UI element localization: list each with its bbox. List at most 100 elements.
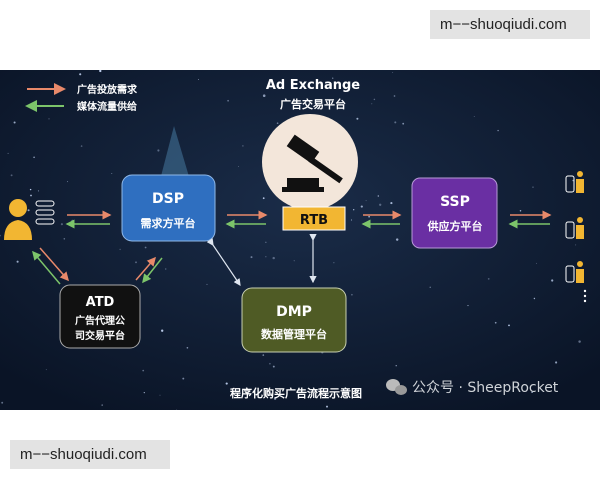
star [394,121,397,124]
star [390,202,393,205]
star [262,354,265,356]
star [99,70,102,73]
ssp-title: SSP [440,194,470,210]
star [227,99,229,102]
dsp-box [121,174,216,242]
star [473,115,475,118]
star [497,129,499,132]
watermark-bottom: m−−shuoqiudi.com [10,440,170,469]
star [100,82,102,84]
star [273,397,277,400]
rtb-label: RTB [300,213,328,228]
atd-box [59,284,141,349]
star [0,234,1,237]
star [142,369,145,372]
star [551,279,554,282]
star [176,409,178,410]
wechat-icon [386,379,407,395]
star [326,405,328,408]
star [393,95,396,97]
star [30,194,32,197]
star [119,248,121,251]
dsp-subtitle: 需求方平台 [141,216,196,230]
star [379,203,382,206]
credit-text: 公众号 · SheepRocket [412,380,559,396]
star [429,286,431,288]
star [48,118,50,120]
media-users-icon [565,171,587,303]
star [316,390,318,392]
star [159,394,161,396]
star [395,238,399,241]
star [531,391,533,394]
star [71,219,74,223]
star [533,297,536,300]
watermark-top: m−−shuoqiudi.com [430,10,590,39]
diagram-caption: 程序化购买广告流程示意图 [230,386,362,400]
star [371,103,373,105]
star [111,172,113,174]
star [242,145,244,147]
star [508,324,510,327]
star [238,166,240,167]
star [377,195,379,197]
star [402,122,405,125]
atd-line1: 广告代理公 [75,314,125,327]
star [272,365,275,368]
star [186,346,189,349]
star [536,262,537,264]
star [575,244,577,246]
star [13,121,16,124]
star [351,219,352,221]
star [165,268,167,270]
star [1,401,4,404]
star [265,256,267,258]
star [353,209,355,211]
dmp-box [241,287,347,353]
star [293,260,295,262]
star [29,188,32,191]
star [225,382,228,385]
star [360,205,363,208]
star [157,149,160,152]
star [67,181,69,183]
star [356,117,359,120]
star [333,262,335,264]
star [272,256,275,260]
star [532,186,534,188]
star [206,283,208,285]
star [368,215,370,218]
star [395,365,397,367]
star [197,78,199,80]
star [27,209,30,212]
star [104,85,107,89]
ad-exchange-diagram: 广告投放需求 媒体流量供给 Ad Exchange 广告交易平台 RTB DSP… [0,70,600,410]
star [332,77,334,79]
star [182,377,185,380]
star [392,72,394,74]
ssp-subtitle: 供应方平台 [427,219,483,233]
star [80,145,83,147]
star [250,256,253,259]
exchange-title: Ad Exchange [266,78,360,93]
light-beam [160,126,190,180]
star [351,293,353,296]
star [16,260,19,263]
star [63,238,66,240]
star [373,98,376,101]
rtb-box [282,206,346,231]
star [37,190,40,192]
star [487,278,490,280]
star [60,223,63,226]
star [269,362,271,365]
star [467,305,469,307]
atd-title: ATD [86,295,115,310]
star [519,210,522,212]
star [494,321,497,324]
atd-line2: 司交易平台 [75,329,125,342]
legend-supply-label: 媒体流量供给 [76,100,137,113]
star [79,73,82,76]
dmp-subtitle: 数据管理平台 [261,327,327,341]
flow-arrows [32,210,552,286]
star [262,197,265,200]
